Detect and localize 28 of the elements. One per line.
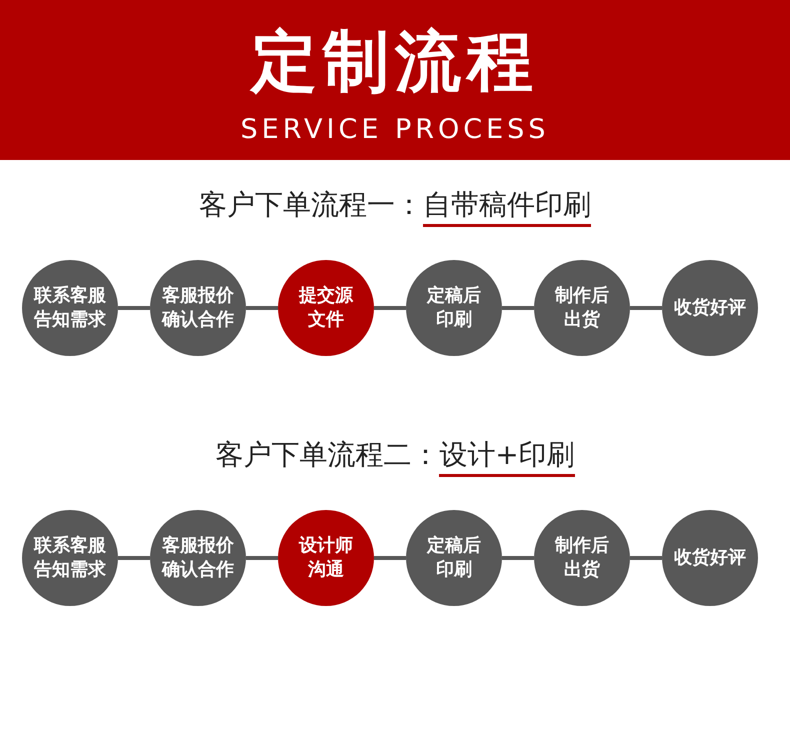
connector-line: [118, 556, 150, 560]
section-heading: 客户下单流程二：: [215, 437, 440, 473]
connector-line: [374, 556, 406, 560]
step-circle: 定稿后印刷: [406, 510, 502, 606]
step-circle: 客服报价确认合作: [150, 260, 246, 356]
connector-line: [502, 556, 534, 560]
step-circle: 联系客服告知需求: [22, 510, 118, 606]
step-circle: 提交源文件: [278, 260, 374, 356]
step-circle: 收货好评: [662, 260, 758, 356]
connector-line: [118, 306, 150, 310]
connector-line: [374, 306, 406, 310]
subtitle: SERVICE PROCESS: [240, 113, 550, 147]
connector-line: [630, 556, 662, 560]
connector-line: [246, 556, 278, 560]
title: 定制流程: [248, 22, 540, 102]
step-circle: 制作后出货: [534, 260, 630, 356]
step-circle: 定稿后印刷: [406, 260, 502, 356]
section-heading: 客户下单流程一：: [199, 187, 423, 223]
underlined-heading: 设计+印刷: [439, 436, 575, 477]
connector-line: [246, 306, 278, 310]
step-circle: 设计师沟通: [278, 510, 374, 606]
underlined-heading: 自带稿件印刷: [423, 186, 591, 227]
step-circle: 客服报价确认合作: [150, 510, 246, 606]
connector-line: [630, 306, 662, 310]
step-circle: 收货好评: [662, 510, 758, 606]
step-circle: 制作后出货: [534, 510, 630, 606]
step-circle: 联系客服告知需求: [22, 260, 118, 356]
connector-line: [502, 306, 534, 310]
